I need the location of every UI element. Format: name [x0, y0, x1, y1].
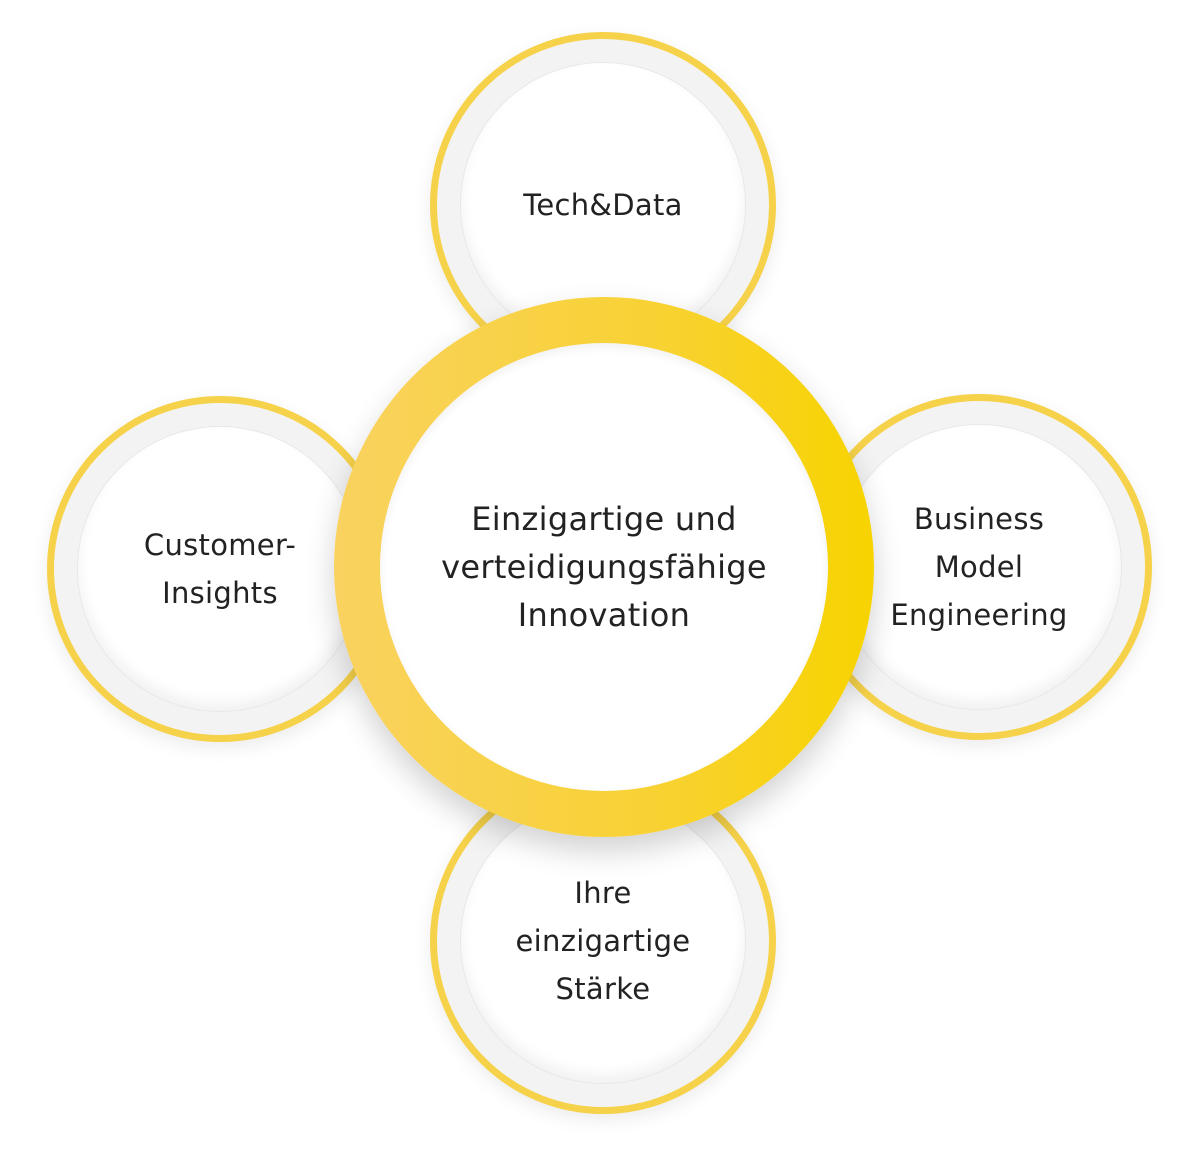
center-circle-innovation: Einzigartige und verteidigungsfähige Inn… [334, 297, 874, 837]
circle-business-model-engineering: Business Model Engineering [806, 394, 1152, 740]
label-tech-data: Tech&Data [523, 188, 683, 222]
label-customer-insights: Customer- Insights [143, 528, 297, 610]
label-unique-strength: Ihre einzigartige Stärke [515, 876, 691, 1006]
label-business-model-engineering: Business Model Engineering [890, 502, 1068, 632]
label-innovation: Einzigartige und verteidigungsfähige Inn… [441, 500, 767, 634]
